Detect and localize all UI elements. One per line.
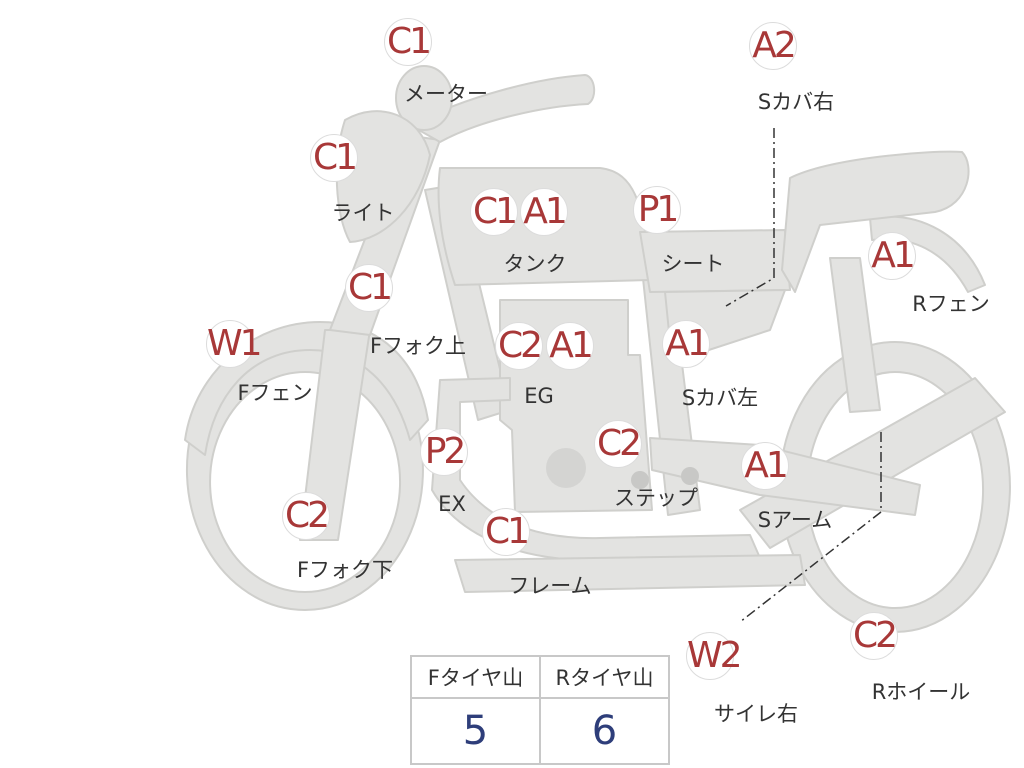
tire-tread-table: Fタイヤ山 Rタイヤ山 5 6 bbox=[410, 655, 670, 765]
part-label: タンク bbox=[503, 252, 567, 276]
exhaust-pipe bbox=[431, 377, 761, 562]
muffler bbox=[739, 377, 1006, 549]
grade-badge: C1 bbox=[310, 134, 358, 182]
meter bbox=[395, 65, 453, 131]
part-label: Rホイール bbox=[871, 680, 971, 704]
part-label: サイレ右 bbox=[714, 702, 798, 726]
rear-tread-header: Rタイヤ山 bbox=[539, 655, 670, 699]
grade-badge: C1 bbox=[482, 508, 530, 556]
grade-badge: A1 bbox=[741, 442, 789, 490]
leader-line-side-cover bbox=[725, 128, 775, 307]
rear-cowl bbox=[781, 150, 970, 293]
grade-badge: C2 bbox=[850, 612, 898, 660]
part-label: Sアーム bbox=[757, 508, 833, 532]
grade-badge: C2 bbox=[594, 420, 642, 468]
step-peg-right bbox=[681, 467, 699, 485]
part-label: シート bbox=[661, 252, 725, 276]
part-label: メーター bbox=[404, 82, 488, 106]
grade-badge: P1 bbox=[633, 186, 681, 234]
engine-cover bbox=[546, 448, 586, 488]
rear-tread-value: 6 bbox=[539, 697, 670, 765]
grade-badge: W2 bbox=[686, 632, 743, 680]
headlight bbox=[335, 110, 431, 243]
part-label: ステップ bbox=[614, 486, 698, 510]
front-tread-header: Fタイヤ山 bbox=[410, 655, 541, 699]
part-label: Rフェン bbox=[912, 292, 990, 316]
grade-badge: C1 bbox=[345, 264, 393, 312]
lower-frame-rail bbox=[454, 554, 806, 593]
part-label: ライト bbox=[331, 201, 395, 225]
part-label: Sカバ左 bbox=[681, 386, 759, 410]
part-label: Fフェン bbox=[237, 381, 313, 405]
step-peg-left bbox=[631, 471, 649, 489]
part-label: EX bbox=[438, 492, 466, 516]
grade-badge: P2 bbox=[420, 428, 468, 476]
part-label: フレーム bbox=[508, 574, 592, 598]
grade-badge: C1 bbox=[384, 18, 432, 66]
grade-badge: A1 bbox=[868, 232, 916, 280]
grade-badge: A1 bbox=[520, 188, 568, 236]
grade-badge: A1 bbox=[662, 320, 710, 368]
grade-badge: A2 bbox=[749, 22, 797, 70]
grade-badge: A1 bbox=[546, 322, 594, 370]
part-label: Fフォク下 bbox=[296, 558, 394, 582]
part-label: EG bbox=[524, 384, 554, 408]
rear-shock bbox=[829, 257, 881, 413]
front-tread-value: 5 bbox=[410, 697, 541, 765]
grade-badge: C1 bbox=[470, 188, 518, 236]
handlebar bbox=[409, 74, 596, 143]
part-label: Sカバ右 bbox=[757, 90, 835, 114]
part-label: Fフォク上 bbox=[369, 334, 467, 358]
grade-badge: C2 bbox=[282, 492, 330, 540]
seat bbox=[639, 229, 791, 293]
leader-line-silencer bbox=[739, 432, 882, 623]
grade-badge: W1 bbox=[206, 320, 263, 368]
grade-badge: C2 bbox=[495, 322, 543, 370]
